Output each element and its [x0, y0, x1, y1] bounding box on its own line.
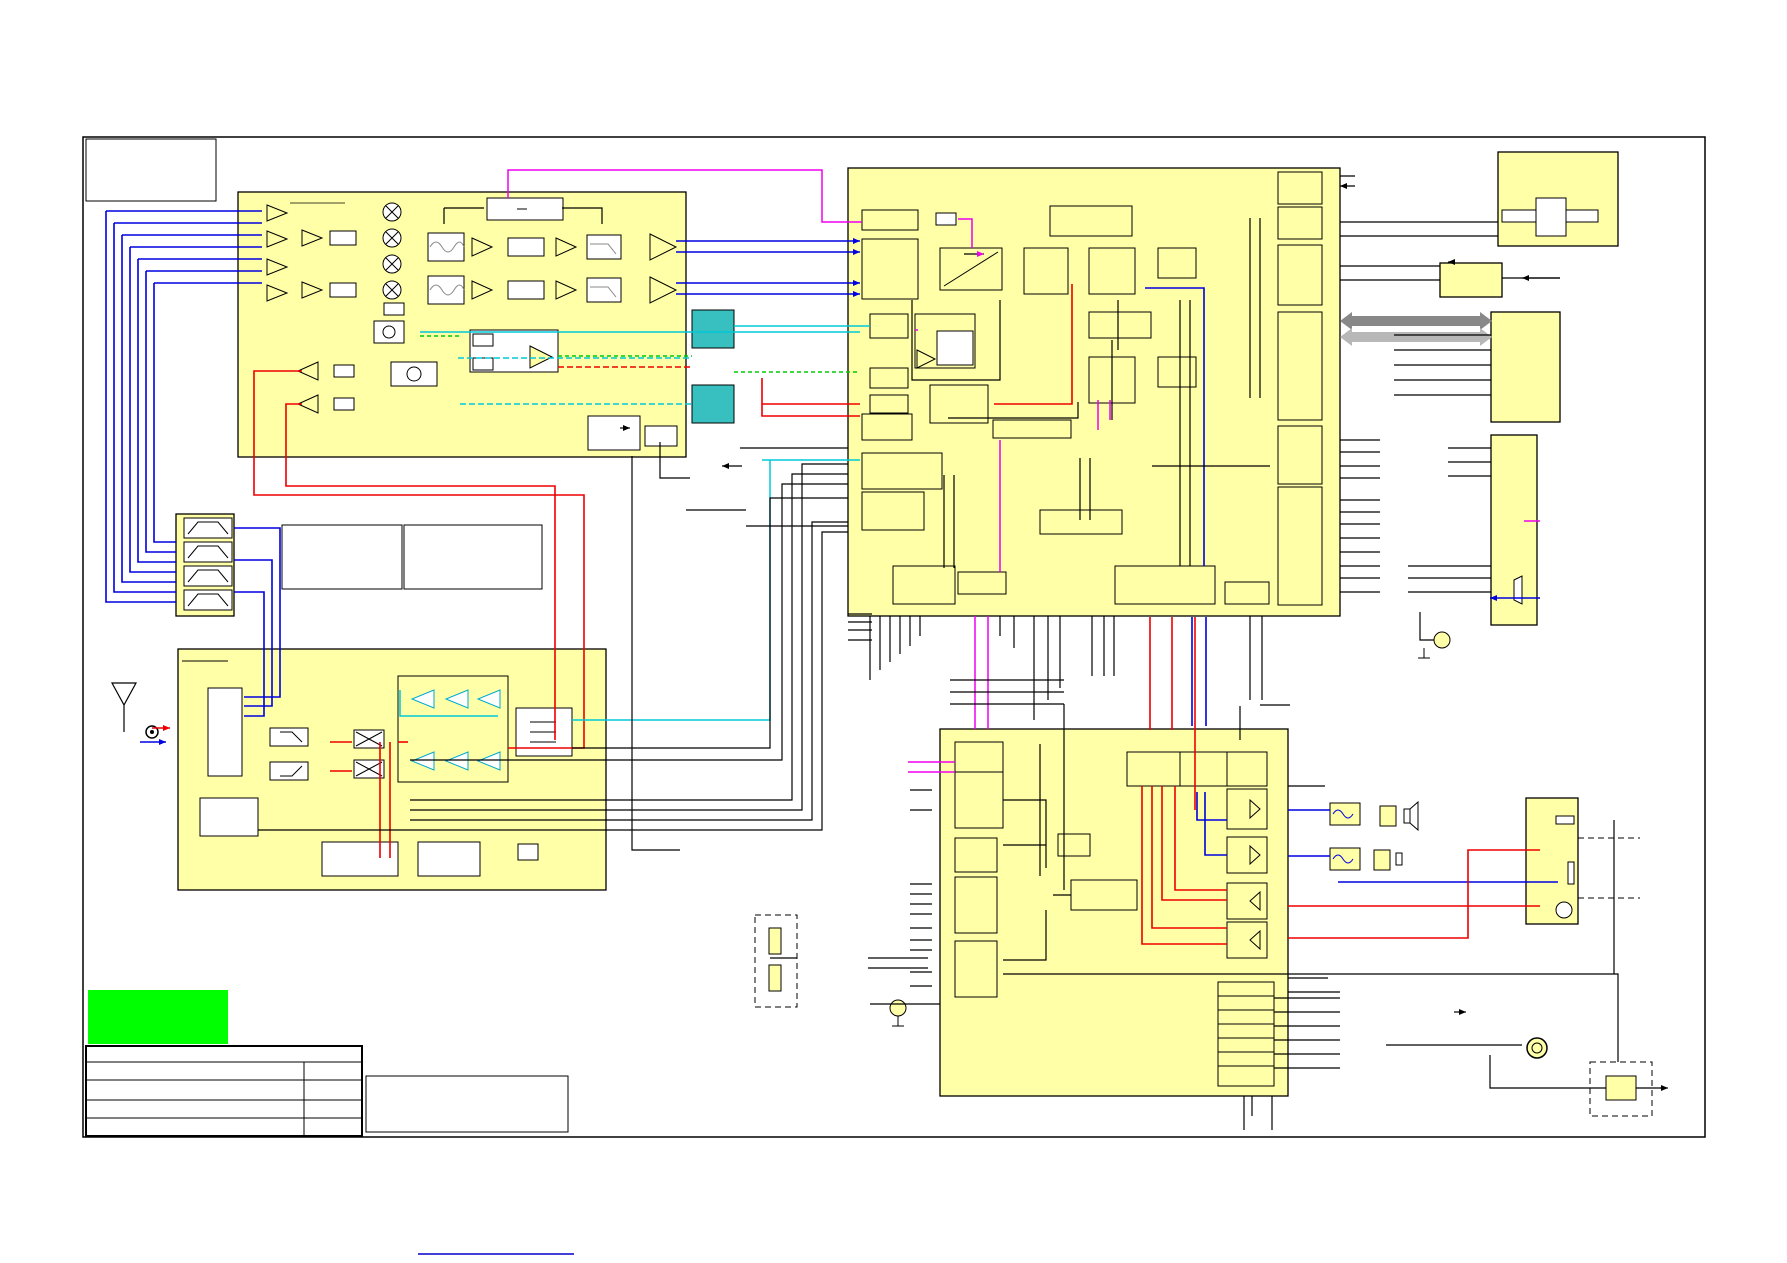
- speaker-icon: [1403, 800, 1419, 832]
- antenna-icon: [110, 682, 159, 739]
- regulator-dashed-box: [1589, 1061, 1653, 1117]
- info-box-left: [281, 524, 403, 590]
- audio-codec-block: [939, 728, 1289, 1097]
- connector-icon: [1525, 797, 1640, 925]
- lna-triangles: [266, 204, 357, 302]
- adc-block: [691, 309, 735, 349]
- rx-lines: [105, 210, 1558, 883]
- right-peripherals: [1439, 151, 1619, 626]
- rf-transceiver-block: [237, 191, 687, 458]
- baseband-processor-block: [847, 167, 1341, 617]
- notes-box: [365, 1075, 569, 1133]
- dac-block: [691, 384, 735, 424]
- arrow-heads: [620, 175, 1668, 1091]
- front-end-block: [177, 648, 607, 891]
- status-box: [88, 990, 228, 1044]
- earpiece-icon: [1395, 852, 1403, 866]
- resistor-divider: [754, 914, 798, 1008]
- bus-arrows: [1340, 312, 1492, 346]
- vibrator-icon: [1526, 1037, 1548, 1059]
- control-lines: [258, 207, 1664, 1130]
- filter-chain: [427, 232, 678, 305]
- if-lines: [399, 325, 870, 721]
- tx-lines: [152, 284, 1540, 945]
- filter-bank-block: [175, 513, 235, 617]
- info-box-right: [403, 524, 543, 590]
- title-block: [85, 1045, 363, 1137]
- mixer-circles: [382, 202, 402, 300]
- audio-outputs: [1329, 800, 1419, 871]
- title-corner-box: [85, 138, 217, 202]
- microphone-icon: [1418, 631, 1451, 659]
- clock-lines: [507, 169, 1540, 773]
